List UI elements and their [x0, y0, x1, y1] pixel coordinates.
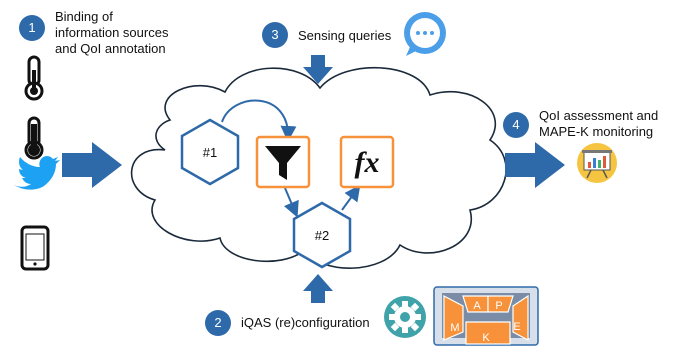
smartphone-icon [20, 225, 50, 271]
step-4-label: QoI assessment and MAPE-K monitoring [539, 108, 658, 140]
output-arrow [505, 142, 565, 188]
operator-2-hexagon: #2 [292, 201, 352, 269]
mapek-e: E [513, 321, 520, 333]
mapek-a: A [473, 300, 481, 312]
funnel-icon [265, 146, 301, 180]
input-arrow [62, 142, 122, 188]
operator-2-label: #2 [315, 228, 329, 243]
thermometer-icon [24, 55, 44, 101]
step-4-label-line-2: MAPE-K monitoring [539, 124, 654, 139]
config-arrow [303, 274, 333, 303]
presentation-chart-icon [577, 143, 617, 183]
mapek-m: M [450, 322, 459, 334]
chat-bubble-icon [404, 12, 446, 56]
step-1-label: Binding of information sources and QoI a… [55, 9, 168, 57]
step-4-badge: 4 [503, 112, 529, 138]
twitter-bird-icon [14, 156, 60, 190]
step-1-badge: 1 [19, 15, 45, 41]
function-label: fx [355, 146, 380, 179]
step-2-badge: 2 [205, 310, 231, 336]
mapek-p: P [495, 300, 502, 312]
step-2-label: iQAS (re)configuration [241, 315, 370, 330]
filter-box [255, 135, 311, 189]
mapek-panel: M A P E K [433, 286, 539, 346]
step-4-label-line-1: QoI assessment and [539, 108, 659, 123]
thermometer-icon [24, 116, 44, 160]
step-1-label-line-2: information sources [55, 25, 169, 40]
mapek-k: K [482, 332, 490, 344]
connector-op1-to-filter [221, 99, 297, 142]
step-1-label-line-3: and QoI annotation [55, 41, 166, 56]
step-1-label-line-1: Binding of [55, 9, 113, 24]
connector-filter-to-op2 [283, 187, 299, 218]
function-box: fx [339, 135, 395, 189]
cloud-shape [130, 66, 507, 269]
query-arrow [303, 55, 333, 84]
gear-icon [384, 296, 426, 338]
step-3-badge: 3 [262, 22, 288, 48]
step-3-label: Sensing queries [298, 28, 392, 43]
operator-1-label: #1 [203, 145, 217, 160]
connector-op2-to-fx [341, 184, 361, 211]
operator-1-hexagon: #1 [180, 118, 240, 186]
